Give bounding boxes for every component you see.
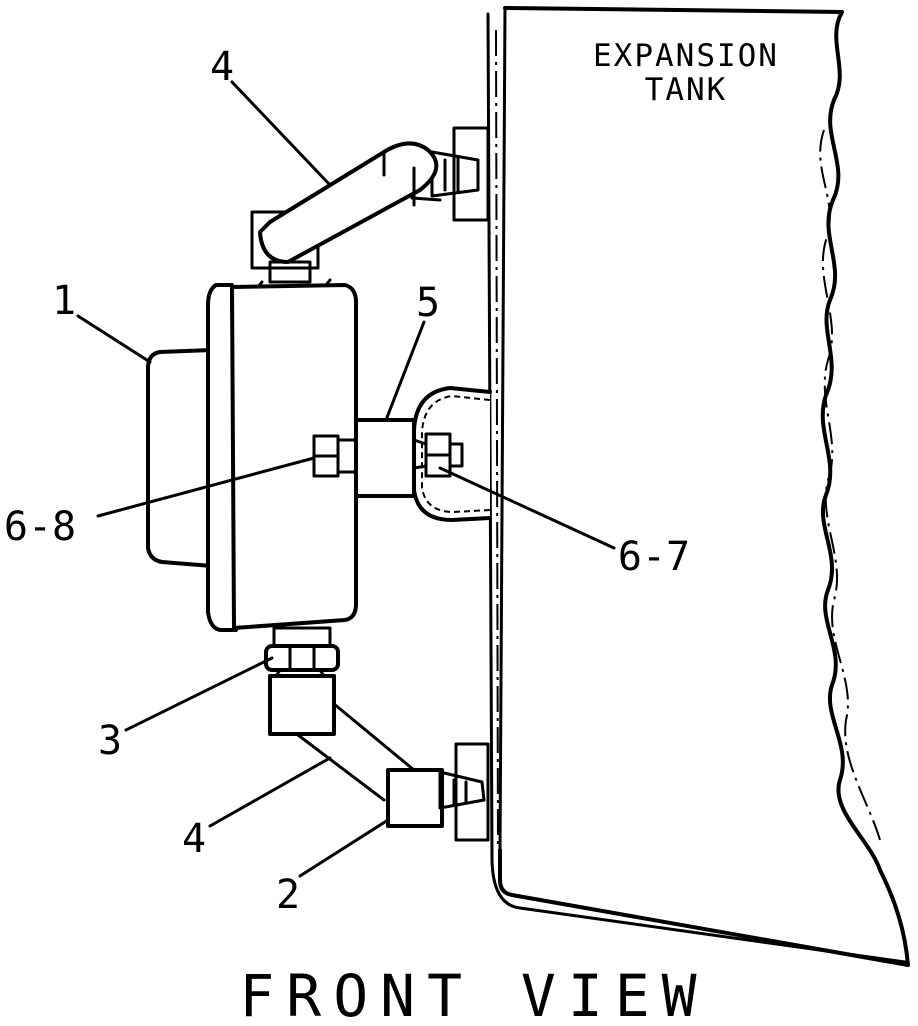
callout-bolt-left: 6-8: [4, 504, 76, 550]
callout-top-hose: 4: [210, 44, 234, 90]
callout-bolt-right: 6-7: [618, 534, 690, 580]
expansion-tank: EXPANSION TANK: [486, 6, 910, 967]
bottom-hose: [268, 668, 416, 802]
elbow-fitting: [386, 768, 444, 828]
tank-label-line2: TANK: [645, 72, 728, 108]
callout-labels: 4 1 5 6-8 6-7 3 4 2: [4, 44, 690, 918]
callout-nut-fitting: 3: [98, 718, 122, 764]
upper-tank-port: [430, 126, 490, 222]
view-title: FRONT VIEW: [239, 962, 708, 1026]
callout-bracket: 5: [416, 280, 440, 326]
tank-label-line1: EXPANSION: [593, 38, 779, 74]
callout-elbow: 2: [276, 872, 300, 918]
leader-lines: [76, 80, 616, 878]
callout-bottom-hose: 4: [182, 816, 206, 862]
bracket-assembly: [312, 386, 492, 522]
callout-gauge-body: 1: [52, 278, 76, 324]
gauge-body: [146, 278, 358, 632]
nut-fitting: [264, 626, 340, 672]
top-hose: [250, 141, 442, 284]
lower-tank-port: [386, 742, 490, 842]
